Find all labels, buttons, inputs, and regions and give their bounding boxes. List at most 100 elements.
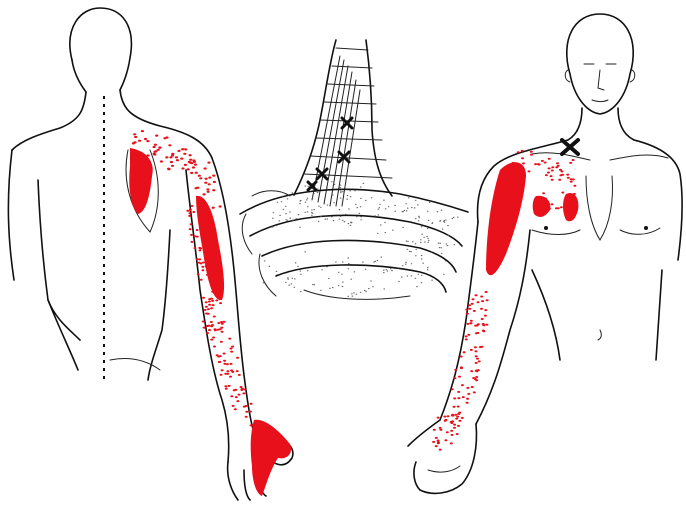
pain-dot (377, 214, 380, 216)
pain-dot (445, 431, 449, 434)
pain-dot (404, 263, 407, 265)
pain-dot (370, 280, 372, 282)
pain-dot (337, 271, 340, 273)
pain-dot (230, 395, 234, 398)
pain-dot (190, 204, 194, 207)
pain-dot (427, 241, 430, 243)
pain-dot (195, 235, 199, 238)
pain-dot (401, 265, 404, 267)
pain-dot (457, 390, 461, 393)
pain-dot (262, 282, 265, 284)
pain-dot (470, 302, 474, 305)
pain-dot (339, 184, 342, 186)
pain-dot (374, 215, 376, 217)
pain-dot (405, 210, 408, 212)
ribs (239, 188, 469, 215)
pain-dot (155, 134, 159, 137)
pain-dot (218, 205, 222, 208)
pain-dot (354, 190, 356, 192)
pain-dot (414, 277, 417, 279)
pain-dot (291, 277, 294, 279)
pain-dot (436, 211, 439, 213)
pain-dot (210, 338, 214, 341)
anterior-face (583, 63, 617, 102)
pain-dot (413, 207, 416, 209)
pain-dot (445, 243, 448, 245)
pain-dot (438, 426, 442, 429)
pain-shoulder-blade (129, 148, 153, 214)
pain-dot (184, 148, 188, 151)
pain-dot (189, 223, 193, 226)
pain-dot (356, 216, 358, 218)
pain-dot (405, 261, 407, 263)
x-mark-icon (315, 167, 329, 181)
pain-dot (345, 213, 347, 215)
posterior-torso (47, 299, 79, 371)
pain-dot (457, 397, 461, 400)
anterior-pain-pattern (486, 162, 579, 276)
posterior-pain-pattern (129, 148, 292, 496)
pain-dot (222, 352, 226, 355)
pain-dot (220, 369, 224, 372)
pain-dot (204, 181, 208, 184)
pain-dot (347, 222, 350, 225)
pain-dot (469, 319, 473, 322)
pain-dot (339, 197, 342, 199)
pain-dot (466, 397, 470, 400)
pain-dot (550, 203, 554, 206)
pain-dot (453, 244, 456, 246)
pain-dot (417, 220, 420, 222)
pain-dot (362, 261, 364, 263)
pain-dot (203, 167, 207, 170)
pain-dot (348, 208, 350, 210)
pain-dot (377, 208, 380, 210)
pain-dot (527, 170, 531, 173)
pain-dot (443, 221, 446, 223)
pain-dot (572, 192, 576, 195)
pain-dot (481, 323, 485, 325)
pain-dot (189, 158, 193, 161)
pain-dot (522, 162, 525, 165)
pain-dot (197, 174, 201, 177)
pain-dot (359, 206, 362, 208)
pain-dot (207, 183, 211, 186)
pain-dot (569, 178, 573, 181)
pain-dot (146, 154, 150, 157)
pain-dot (427, 219, 430, 221)
pain-dot (329, 287, 331, 289)
pain-dot (374, 260, 377, 262)
pain-dot (427, 239, 430, 241)
pain-dot (181, 167, 185, 170)
pain-dot (196, 186, 200, 189)
pain-dot (271, 226, 274, 228)
pain-dot (167, 167, 171, 170)
pain-dot (434, 445, 438, 448)
pain-dot (190, 162, 194, 165)
pain-dot (242, 392, 246, 395)
pain-dot (475, 370, 479, 373)
pain-dot (233, 408, 237, 411)
pain-dot (202, 193, 206, 196)
pain-dot (294, 262, 297, 264)
pain-dot (480, 295, 484, 298)
pain-dot (411, 206, 413, 209)
pain-dot (424, 241, 426, 243)
pain-dot (311, 212, 314, 214)
pain-dot (458, 419, 462, 422)
pain-dot (416, 286, 418, 288)
pain-dot (236, 356, 240, 359)
pain-dot (306, 270, 309, 272)
pain-dot (550, 169, 554, 172)
pain-dot (290, 283, 293, 285)
pain-dot (447, 224, 449, 227)
pain-dot (175, 159, 179, 162)
pain-dot (180, 157, 184, 160)
pain-dot (240, 387, 244, 390)
pain-dot (230, 350, 234, 353)
pain-dot (458, 375, 461, 378)
pain-dot (281, 195, 284, 197)
pain-dot (485, 299, 489, 302)
pain-dot (223, 359, 227, 362)
pain-dot (317, 188, 319, 190)
